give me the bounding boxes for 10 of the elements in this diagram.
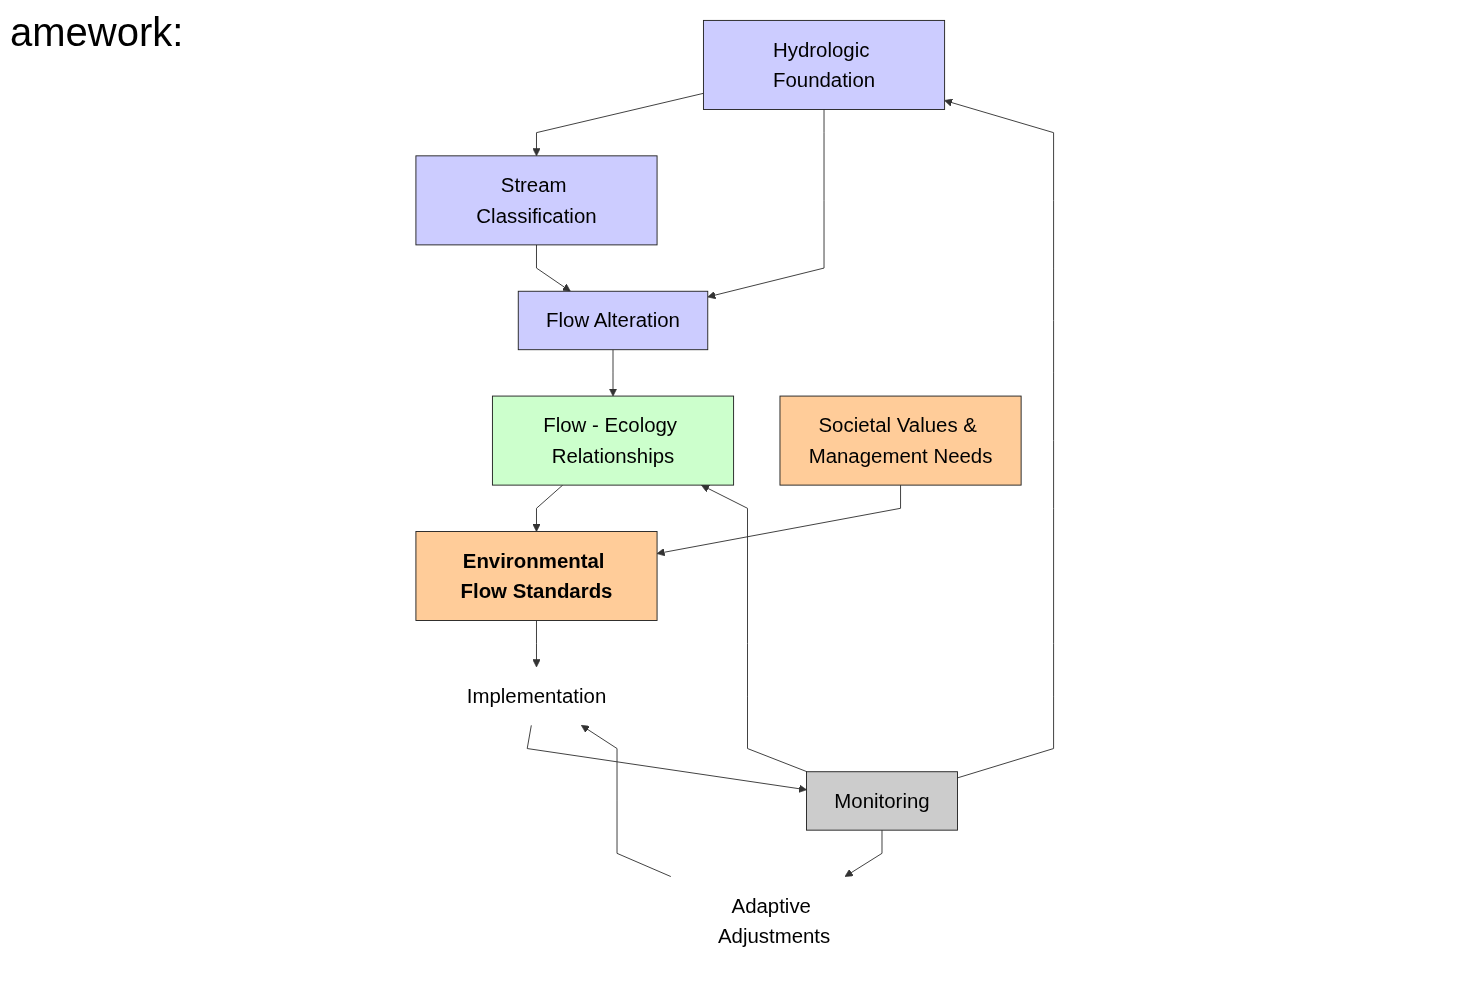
node-box: Flow - Ecology Relationships <box>492 395 735 486</box>
node-box: Societal Values & Management Needs <box>779 395 1022 486</box>
heading-fragment: amework: <box>10 10 184 55</box>
node-box: Monitoring <box>806 770 959 831</box>
node-text: Implementation <box>466 684 607 708</box>
node-box: Hydrologic Foundation <box>703 19 946 110</box>
node-box: Environmental Flow Standards <box>415 530 658 621</box>
node-box: Flow Alteration <box>518 290 709 350</box>
node-text: Adaptive Adjustments <box>718 893 831 948</box>
node-box: Stream Classification <box>415 154 658 245</box>
